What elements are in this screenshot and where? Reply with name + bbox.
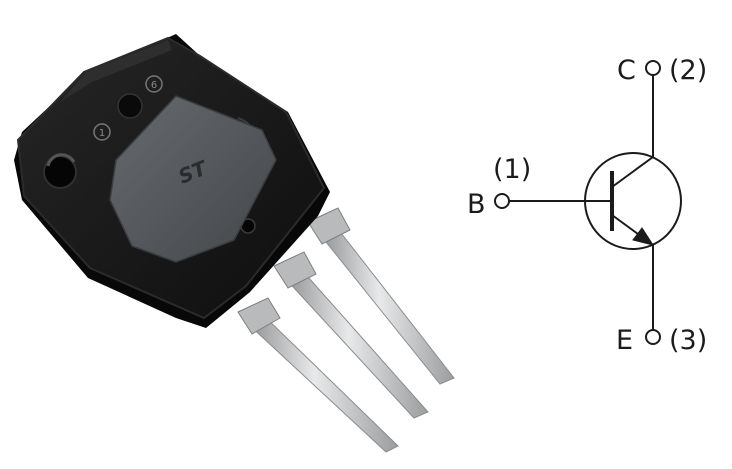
transistor-body [14,34,330,328]
lead-emitter [245,313,399,453]
collector-letter: C [617,55,636,86]
collector-number: (2) [669,55,707,86]
npn-transistor-symbol [494,60,682,345]
emitter-arrow-icon [632,227,655,246]
package-window [109,95,277,263]
base-number: (1) [493,154,531,185]
emitter-terminal [645,329,661,345]
collector-terminal [645,60,661,76]
body-dimple [117,93,143,119]
emitter-number: (3) [669,325,707,356]
base-letter: B [467,189,486,220]
collector-diagonal [611,156,654,188]
transistor-leads [237,207,455,453]
lead-collector [282,267,429,419]
transistor-photo: 1 6 ST [14,34,455,453]
svg-text:1: 1 [99,128,105,139]
mold-mark-6: 6 [145,75,163,93]
lead-base [317,223,455,385]
base-terminal [494,193,510,209]
svg-text:6: 6 [151,80,157,91]
mold-mark-1: 1 [93,123,111,141]
emitter-letter: E [616,325,633,356]
